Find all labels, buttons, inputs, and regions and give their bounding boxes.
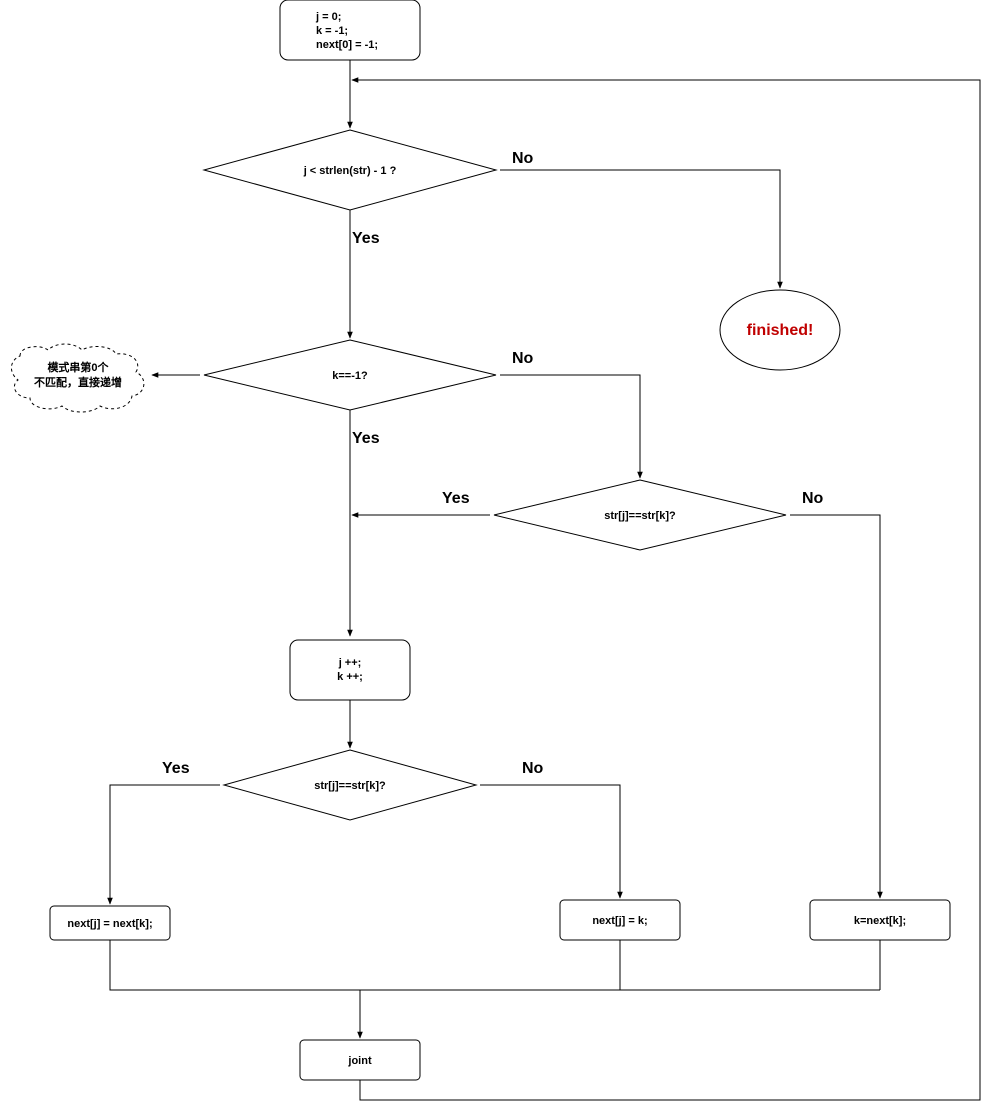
edge-match2-yes xyxy=(107,784,220,905)
joint-box: joint xyxy=(299,1039,421,1081)
edges xyxy=(107,60,981,1101)
label-loop-no: No xyxy=(512,150,534,167)
init-box: j = 0; k = -1; next[0] = -1; xyxy=(279,0,421,61)
increment-box: j ++; k ++; xyxy=(289,639,411,701)
match1-condition-diamond: str[j]==str[k]? xyxy=(493,479,787,551)
label-match2-no: No xyxy=(522,760,544,777)
edge-k-no xyxy=(500,374,643,479)
init-line-1: j = 0; xyxy=(315,11,341,23)
loop-condition-text: j < strlen(str) - 1 ? xyxy=(303,165,397,177)
k-condition-diamond: k==-1? xyxy=(203,339,497,411)
joint-text: joint xyxy=(347,1055,372,1067)
label-match1-no: No xyxy=(802,490,824,507)
backtrack-box: k=next[k]; xyxy=(809,899,951,941)
edge-merge-line xyxy=(109,940,880,991)
edge-loop-back xyxy=(351,77,981,1101)
finished-text: finished! xyxy=(747,322,814,339)
init-line-2: k = -1; xyxy=(316,25,348,37)
label-k-no: No xyxy=(512,350,534,367)
increment-line-2: k ++; xyxy=(337,671,363,683)
increment-line-1: j ++; xyxy=(338,657,362,669)
label-loop-yes: Yes xyxy=(352,230,380,247)
match2-condition-diamond: str[j]==str[k]? xyxy=(222,749,478,821)
note-line-2: 不匹配，直接递增 xyxy=(34,375,122,389)
assign-k-box: next[j] = k; xyxy=(559,899,681,941)
edge-loop-no xyxy=(500,169,783,289)
assign-nextk-box: next[j] = next[k]; xyxy=(49,905,171,941)
assign-nextk-text: next[j] = next[k]; xyxy=(67,918,152,930)
match1-condition-text: str[j]==str[k]? xyxy=(604,510,676,522)
note-line-1: 模式串第0个 xyxy=(47,360,109,374)
edge-match1-no xyxy=(790,514,883,899)
edge-match2-no xyxy=(480,784,623,899)
label-match1-yes: Yes xyxy=(442,490,470,507)
assign-k-text: next[j] = k; xyxy=(592,915,647,927)
note-cloud: 模式串第0个 不匹配，直接递增 xyxy=(11,343,145,413)
match2-condition-text: str[j]==str[k]? xyxy=(314,780,386,792)
edge-labels: No Yes No Yes Yes No Yes No xyxy=(162,150,824,777)
loop-condition-diamond: j < strlen(str) - 1 ? xyxy=(202,129,498,211)
finished-ellipse: finished! xyxy=(719,289,841,371)
backtrack-text: k=next[k]; xyxy=(854,915,906,927)
label-match2-yes: Yes xyxy=(162,760,190,777)
k-condition-text: k==-1? xyxy=(332,370,368,382)
init-line-3: next[0] = -1; xyxy=(316,39,378,51)
label-k-yes: Yes xyxy=(352,430,380,447)
